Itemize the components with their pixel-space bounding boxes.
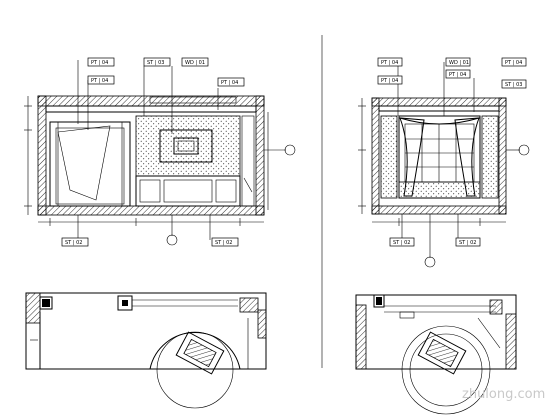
right-tag-7: ST | 02 xyxy=(389,237,415,247)
right-plan-table xyxy=(417,331,467,375)
left-plan-round-rug xyxy=(149,332,241,370)
left-tag-3: ST | 03 xyxy=(143,57,171,67)
right-wall-section-left xyxy=(371,97,380,215)
right-elevation: PT | 04 PT | 04 WD | 01 PT | 04 PT | 04 … xyxy=(358,57,530,268)
svg-text:PT | 04: PT | 04 xyxy=(91,60,108,66)
right-tag-4: PT | 04 xyxy=(445,69,471,79)
left-plan-boundary xyxy=(25,292,267,370)
svg-text:PT | 04: PT | 04 xyxy=(381,60,398,66)
watermark: zhulong.com xyxy=(462,387,545,402)
left-plan xyxy=(25,292,267,409)
left-side-niche xyxy=(241,115,255,207)
left-picture-inner xyxy=(177,140,195,152)
svg-text:ST | 02: ST | 02 xyxy=(393,240,410,246)
left-picture xyxy=(173,137,199,155)
left-niche-detail xyxy=(243,177,253,193)
svg-text:WD | 01: WD | 01 xyxy=(185,60,205,66)
svg-text:PT | 04: PT | 04 xyxy=(221,80,238,86)
left-wainscot xyxy=(135,175,241,207)
svg-text:ST | 02: ST | 02 xyxy=(65,240,82,246)
left-door-panel xyxy=(55,127,125,205)
svg-text:PT | 04: PT | 04 xyxy=(381,78,398,84)
right-tag-6: ST | 03 xyxy=(501,79,527,89)
left-tag-2: PT | 04 xyxy=(87,75,115,85)
right-section-callout-bottom xyxy=(424,256,436,268)
right-panel-right xyxy=(481,115,499,199)
left-tag-1: PT | 04 xyxy=(87,57,115,67)
left-wainscot-panel-2 xyxy=(163,179,213,203)
right-tag-2: PT | 04 xyxy=(377,75,403,85)
svg-text:PT | 04: PT | 04 xyxy=(449,72,466,78)
left-picture-frame xyxy=(159,129,213,163)
left-tag-4: WD | 01 xyxy=(181,57,209,67)
right-cornice xyxy=(378,105,500,112)
svg-text:ST | 03: ST | 03 xyxy=(505,82,522,88)
svg-text:ST | 03: ST | 03 xyxy=(147,60,164,66)
right-tag-5: PT | 04 xyxy=(501,57,527,67)
left-cornice xyxy=(45,105,257,113)
left-door-swing xyxy=(57,125,111,201)
left-ceiling-slab xyxy=(37,95,265,107)
svg-text:ST | 02: ST | 02 xyxy=(215,240,232,246)
left-pilaster-r xyxy=(121,121,131,207)
left-plan-table xyxy=(175,331,225,375)
right-panel-left xyxy=(380,115,398,199)
left-wall-section-right xyxy=(255,95,265,216)
right-wall-section-right xyxy=(498,97,507,215)
right-plan xyxy=(355,294,517,415)
svg-text:ST | 02: ST | 02 xyxy=(459,240,476,246)
left-tag-7: ST | 02 xyxy=(211,237,239,247)
left-section-callout-bottom xyxy=(166,234,178,246)
right-tag-8: ST | 02 xyxy=(455,237,481,247)
left-door-frame xyxy=(49,121,131,207)
right-valance xyxy=(399,117,480,125)
left-tag-6: ST | 02 xyxy=(61,237,89,247)
right-ceiling-slab xyxy=(371,97,507,107)
left-pilaster-l xyxy=(49,121,59,207)
svg-text:PT | 04: PT | 04 xyxy=(505,60,522,66)
left-wainscot-panel-3 xyxy=(215,179,237,203)
left-fabric-panel xyxy=(135,115,241,177)
left-tag-5: PT | 04 xyxy=(217,77,245,87)
left-wall-section-left xyxy=(37,95,47,216)
left-section-callout xyxy=(284,144,296,156)
right-tag-3: WD | 01 xyxy=(445,57,471,67)
right-section-callout xyxy=(518,144,530,156)
svg-text:PT | 04: PT | 04 xyxy=(91,78,108,84)
right-floor-slab xyxy=(371,205,507,215)
right-window-seat xyxy=(398,181,481,199)
right-plan-round-rug xyxy=(401,325,491,415)
left-lighting-box xyxy=(149,96,237,104)
left-elevation: PT | 04 PT | 04 ST | 03 WD | 01 PT | 04 … xyxy=(24,57,296,247)
right-tag-1: PT | 04 xyxy=(377,57,403,67)
left-floor-slab xyxy=(37,205,265,216)
left-wainscot-panel-1 xyxy=(139,179,161,203)
svg-text:WD | 01: WD | 01 xyxy=(449,60,469,66)
